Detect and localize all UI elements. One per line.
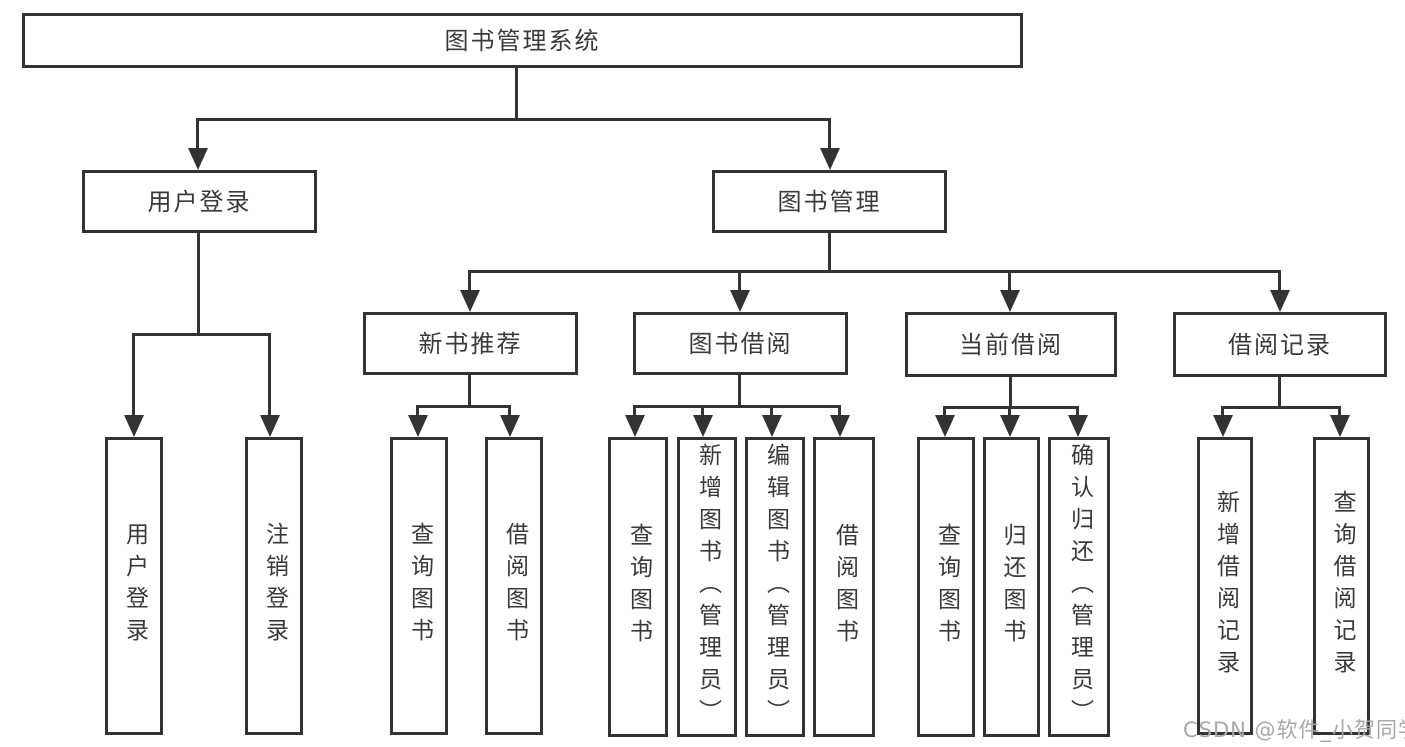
node-nb-borrow-books: 借阅图书 xyxy=(485,437,543,735)
csdn-watermark: CSDN @软件_小贺同学 xyxy=(1183,718,1405,742)
node-current-borrowing: 当前借阅 xyxy=(905,312,1117,377)
connector-user-login-stem xyxy=(197,233,200,335)
arrow-to-cb-return xyxy=(1008,408,1011,415)
node-new-book-recommend: 新书推荐 xyxy=(363,312,578,375)
connector-root-branch xyxy=(196,118,831,121)
node-borrowing-records: 借阅记录 xyxy=(1173,312,1387,377)
node-user-login: 用户登录 xyxy=(105,437,163,735)
node-nb-query-books: 查询图书 xyxy=(390,437,448,735)
arrow-to-br-query xyxy=(1338,408,1341,415)
arrow-to-nb-query xyxy=(416,407,419,415)
node-book-borrowing: 图书借阅 xyxy=(633,312,848,375)
node-bb-query-books: 查询图书 xyxy=(608,437,668,737)
node-cb-query-books: 查询图书 xyxy=(917,437,975,737)
node-bb-edit-books-admin: 编辑图书（管理员） xyxy=(745,437,805,737)
arrow-to-current-borrowing xyxy=(1008,272,1011,290)
node-cb-return-books: 归还图书 xyxy=(983,437,1040,737)
arrow-to-cb-confirm xyxy=(1076,408,1079,415)
connector-book-mgmt-stem xyxy=(828,233,831,272)
arrow-to-br-add xyxy=(1221,408,1224,415)
node-root: 图书管理系统 xyxy=(22,13,1023,68)
arrow-to-user-login-group xyxy=(196,120,199,148)
arrow-to-new-book-recommend xyxy=(468,272,471,290)
node-br-add-record: 新增借阅记录 xyxy=(1197,437,1253,735)
node-br-query-record: 查询借阅记录 xyxy=(1313,437,1370,735)
connector-records-stem xyxy=(1278,375,1281,408)
arrow-to-book-management xyxy=(828,120,831,148)
connector-book-borrow-branch xyxy=(633,405,841,408)
connector-user-login-branch xyxy=(132,333,271,336)
connector-root-stem xyxy=(515,68,518,120)
arrow-to-book-borrowing xyxy=(738,272,741,290)
arrow-to-user-login xyxy=(132,335,135,415)
node-user-login-group: 用户登录 xyxy=(82,170,317,233)
arrow-to-bb-borrow xyxy=(838,407,841,415)
connector-book-mgmt-branch xyxy=(468,270,1281,273)
arrow-to-cb-query xyxy=(943,408,946,415)
arrow-to-bb-query xyxy=(633,407,636,415)
node-book-management: 图书管理 xyxy=(712,170,947,233)
node-bb-add-books-admin: 新增图书（管理员） xyxy=(677,437,737,737)
connector-records-branch xyxy=(1221,406,1341,409)
connector-current-borrow-branch xyxy=(943,406,1079,409)
connector-new-book-stem xyxy=(468,375,471,407)
node-bb-borrow-books: 借阅图书 xyxy=(813,437,875,737)
connector-new-book-branch xyxy=(416,405,511,408)
connector-book-borrow-stem xyxy=(738,375,741,407)
node-logout-login: 注销登录 xyxy=(245,437,303,735)
connector-current-borrow-stem xyxy=(1009,375,1012,408)
arrow-to-logout xyxy=(268,335,271,415)
arrow-to-borrowing-records xyxy=(1278,272,1281,290)
arrow-to-bb-edit xyxy=(770,407,773,415)
arrow-to-bb-add xyxy=(701,407,704,415)
arrow-to-nb-borrow xyxy=(508,407,511,415)
node-cb-confirm-return-admin: 确认归还（管理员） xyxy=(1048,437,1110,737)
